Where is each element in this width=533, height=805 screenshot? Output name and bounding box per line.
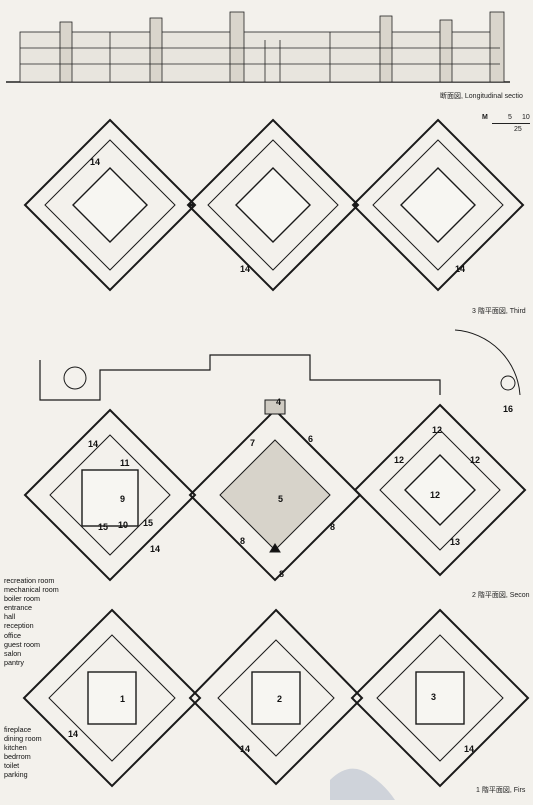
legend-item: mechanical room: [4, 585, 59, 595]
legend-item: kitchen: [4, 743, 27, 753]
room-number: 7: [250, 438, 255, 448]
scale-unit: M: [482, 114, 488, 121]
room-number: 9: [120, 494, 125, 504]
legend-item: guest room: [4, 639, 40, 649]
legend-item: bedrrom: [4, 752, 31, 762]
third-floor-label: 3 階平面図, Third: [472, 308, 526, 315]
room-number: 12: [470, 455, 480, 465]
room-number: 14: [240, 744, 250, 754]
first-floor-plan: [22, 608, 530, 788]
section-label: 断面図, Longitudinal sectio: [440, 93, 523, 100]
legend-item: toilet: [4, 761, 20, 771]
room-number: 16: [503, 404, 513, 414]
room-number: 5: [278, 494, 283, 504]
legend-item: boiler room: [4, 594, 40, 604]
room-number: 15: [98, 522, 108, 532]
room-number: 14: [150, 544, 160, 554]
legend-item: salon: [4, 648, 22, 658]
room-number: 12: [430, 490, 440, 500]
legend-item: office: [4, 630, 22, 640]
room-number: 10: [118, 520, 128, 530]
room-number: 11: [120, 458, 130, 468]
legend-item: parking: [4, 770, 28, 780]
room-number: 14: [455, 264, 465, 274]
room-number: 14: [88, 439, 98, 449]
room-number: 2: [277, 694, 282, 704]
room-number: 8: [279, 569, 284, 579]
room-number: 14: [68, 729, 78, 739]
room-number: 15: [143, 518, 153, 528]
room-numbers: 14 14 14 4 14 11 9 10 15 15 14 7 6 5 8 8…: [68, 157, 513, 754]
room-number: 6: [308, 434, 313, 444]
legend-item: hall: [4, 612, 16, 622]
second-floor-label: 2 階平面図, Secon: [472, 592, 530, 599]
legend-item: pantry: [4, 657, 24, 667]
legend-item: fireplace: [4, 725, 32, 734]
legend-item: reception: [4, 621, 34, 631]
longitudinal-section: [6, 11, 510, 83]
room-number: 8: [330, 522, 335, 532]
room-number: 4: [276, 397, 281, 407]
second-floor-plan: [23, 329, 527, 582]
legend-item: entrance: [4, 603, 32, 613]
room-number: 14: [240, 264, 250, 274]
room-number: 14: [464, 744, 474, 754]
scale-tick: 10: [522, 114, 530, 121]
room-number: 12: [394, 455, 404, 465]
legend-item: recreation room: [4, 576, 55, 585]
room-number: 8: [240, 536, 245, 546]
first-floor-label: 1 階平面図, Firs: [476, 787, 526, 794]
scale-tick: 5: [508, 114, 512, 121]
scale-tick: 25: [514, 126, 522, 133]
third-floor-plan: [23, 118, 525, 292]
room-number: 3: [431, 692, 436, 702]
scale-bar: M 5 10 25: [482, 114, 533, 138]
legend-item: dining room: [4, 734, 42, 744]
room-number: 14: [90, 157, 100, 167]
room-number: 1: [120, 694, 125, 704]
room-number: 12: [432, 425, 442, 435]
room-number: 13: [450, 537, 460, 547]
